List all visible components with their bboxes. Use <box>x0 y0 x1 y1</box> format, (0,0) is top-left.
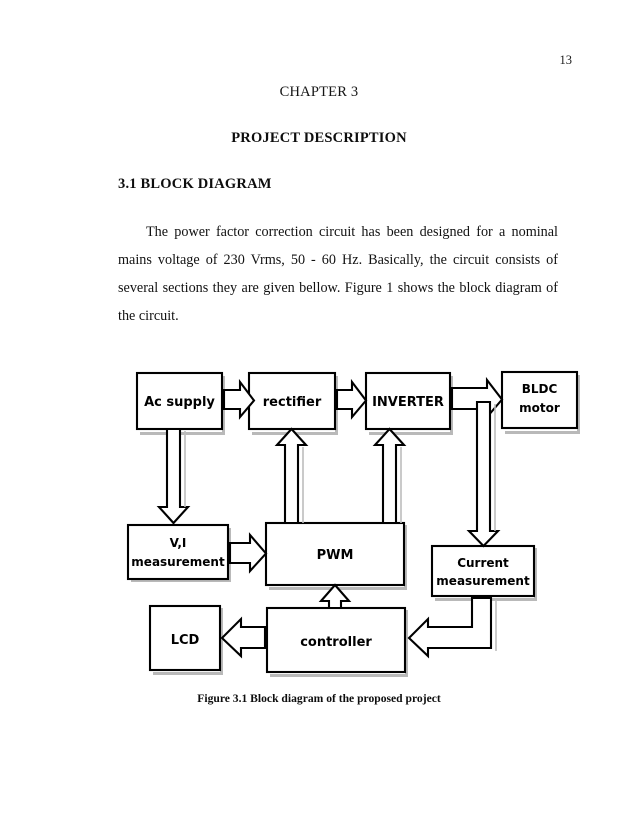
arrow-controller-to-lcd <box>220 616 267 659</box>
block-ac-supply: Ac supply <box>135 371 224 431</box>
document-title: PROJECT DESCRIPTION <box>231 130 407 146</box>
block-vi-measurement-label-line1: V,I <box>170 536 187 550</box>
arrow-controller-to-pwm <box>318 583 352 610</box>
block-current-measurement-label-line2: measurement <box>436 574 530 588</box>
block-ac-supply-label: Ac supply <box>144 395 215 410</box>
block-bldc-motor: BLDC motor <box>500 370 579 430</box>
arrow-vi-measurement-to-pwm <box>228 532 268 574</box>
block-current-measurement-label-line1: Current <box>457 556 509 570</box>
block-vi-measurement-label-line2: measurement <box>131 555 225 569</box>
block-inverter: INVERTER <box>364 371 452 431</box>
block-bldc-motor-label-line1: BLDC <box>522 382 558 396</box>
body-paragraph: The power factor correction circuit has … <box>118 224 558 324</box>
block-diagram: Ac supply rectifier INVERTER BLDC motor … <box>0 355 638 685</box>
block-lcd-label: LCD <box>171 633 200 648</box>
block-controller-label: controller <box>300 635 372 650</box>
arrow-pwm-to-rectifier <box>274 427 309 525</box>
block-rectifier-label: rectifier <box>263 395 322 410</box>
block-pwm-label: PWM <box>317 548 354 563</box>
arrow-ac-supply-to-rectifier <box>222 378 256 420</box>
arrow-inverter-to-current-measurement <box>466 400 501 548</box>
block-inverter-label: INVERTER <box>372 395 444 410</box>
block-current-measurement: Current measurement <box>430 544 536 598</box>
block-pwm: PWM <box>264 521 406 587</box>
block-vi-measurement: V,I measurement <box>126 523 230 581</box>
block-rectifier: rectifier <box>247 371 337 431</box>
arrow-ac-supply-to-vi-measurement <box>156 427 191 525</box>
arrow-current-measurement-to-controller <box>407 596 493 659</box>
page-number: 13 <box>559 53 573 67</box>
block-lcd: LCD <box>148 604 222 672</box>
arrow-pwm-to-inverter <box>372 427 407 525</box>
section-heading: 3.1 BLOCK DIAGRAM <box>118 176 272 192</box>
block-controller: controller <box>265 606 407 674</box>
arrow-rectifier-to-inverter <box>335 378 368 420</box>
block-bldc-motor-label-line2: motor <box>519 401 560 415</box>
figure-caption: Figure 3.1 Block diagram of the proposed… <box>197 692 441 705</box>
chapter-title: CHAPTER 3 <box>279 84 359 100</box>
